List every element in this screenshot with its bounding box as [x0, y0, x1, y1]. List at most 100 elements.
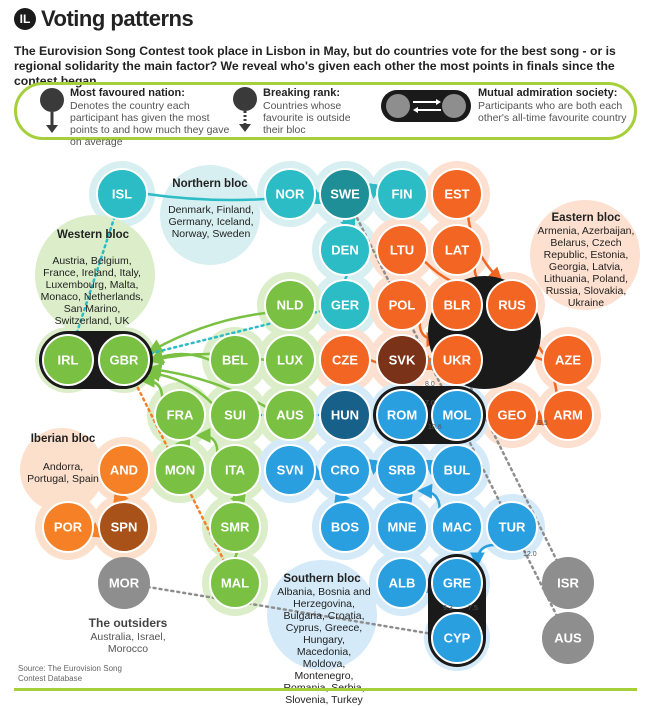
node-label: AZE [555, 353, 581, 368]
breaking-rank-line [122, 358, 237, 585]
node-label: SUI [224, 408, 246, 423]
il-logo-icon: IL [14, 8, 36, 30]
node-label: LTU [390, 243, 414, 258]
node-geo: GEO [486, 389, 538, 441]
node-label: BUL [444, 463, 471, 478]
point-label: 9.3 [443, 605, 453, 612]
node-pol: POL [376, 279, 428, 331]
mutual-legend-title: Mutual admiration society: [478, 87, 618, 99]
node-isl: ISL [96, 168, 148, 220]
node-label: ITA [225, 463, 246, 478]
vote-arrow [147, 311, 267, 354]
node-mal: MAL [209, 557, 261, 609]
vote-arrow [195, 427, 219, 453]
breaking-rank-line [455, 358, 570, 585]
point-label: 7.0 [425, 400, 435, 407]
node-label: ISL [112, 187, 132, 202]
node-mne: MNE [376, 501, 428, 553]
point-label: 10.6 [428, 424, 442, 431]
node-isr: ISR [542, 557, 594, 609]
node-den: DEN [319, 224, 371, 276]
favoured-legend-text: Denotes the country each participant has… [70, 100, 230, 148]
node-label: MOL [443, 408, 472, 423]
node-ita: ITA [209, 444, 261, 496]
breaking-rank-line [122, 581, 459, 640]
node-label: BOS [331, 520, 360, 535]
node-label: GBR [110, 353, 140, 368]
western-bloc-members: Austria, Belgium, France, Ireland, Italy… [40, 255, 144, 327]
outsiders-title: The outsiders [88, 616, 168, 630]
favoured-legend-title: Most favoured nation: [70, 87, 185, 99]
node-label: RUS [498, 298, 526, 313]
node-ger: GER [319, 279, 371, 331]
node-ltu: LTU [376, 224, 428, 276]
mutual-admiration-legend-icon [381, 90, 471, 122]
node-mon: MON [154, 444, 206, 496]
node-label: FIN [392, 187, 413, 202]
bottom-rule [14, 688, 637, 691]
node-label: ISR [557, 576, 579, 591]
node-aus: AUS [264, 389, 316, 441]
node-fra: FRA [154, 389, 206, 441]
node-hun: HUN [319, 389, 371, 441]
node-gbr: GBR [98, 334, 150, 386]
node-label: ARM [553, 408, 583, 423]
node-label: LAT [445, 243, 469, 258]
node-mol: MOL [431, 389, 483, 441]
northern-bloc-title: Northern bloc [172, 178, 248, 190]
node-blr: BLR [431, 279, 483, 331]
node-label: CYP [444, 631, 471, 646]
node-label: BLR [444, 298, 471, 313]
node-label: MON [165, 463, 195, 478]
node-label: POL [389, 298, 416, 313]
node-sui: SUI [209, 389, 261, 441]
node-bel: BEL [209, 334, 261, 386]
bloc-label-halo [20, 428, 104, 512]
node-srb: SRB [376, 444, 428, 496]
iberian-bloc-members: Andorra, Portugal, Spain [27, 461, 99, 485]
node-gre: GRE [431, 557, 483, 609]
node-label: FRA [167, 408, 194, 423]
node-label: ROM [387, 408, 417, 423]
node-nor: NOR [264, 168, 316, 220]
node-smr: SMR [209, 501, 261, 553]
node-cze: CZE [319, 334, 371, 386]
node-svk: SVK [376, 334, 428, 386]
eastern-bloc-members: Armenia, Azerbaijan, Belarus, Czech Repu… [537, 225, 635, 309]
node-label: EST [444, 187, 469, 202]
node-label: MAL [221, 576, 249, 591]
node-aze: AZE [542, 334, 594, 386]
iberian-bloc-title: Iberian bloc [30, 433, 96, 445]
node-fin: FIN [376, 168, 428, 220]
node-ukr: UKR [431, 334, 483, 386]
node-bos: BOS [319, 501, 371, 553]
node-aus: AUS [542, 612, 594, 664]
node-label: SVK [389, 353, 416, 368]
node-por: POR [42, 501, 94, 553]
point-label: 7.5 [468, 605, 478, 612]
node-bul: BUL [431, 444, 483, 496]
node-mac: MAC [431, 501, 483, 553]
eastern-bloc-title: Eastern bloc [551, 212, 621, 224]
node-label: MOR [109, 576, 140, 591]
node-label: GEO [498, 408, 527, 423]
node-label: AND [110, 463, 138, 478]
node-label: MAC [442, 520, 472, 535]
bloc-label-halo [160, 165, 260, 265]
node-cyp: CYP [431, 612, 483, 664]
node-cro: CRO [319, 444, 371, 496]
outsiders-members: Australia, Israel, Morocco [90, 631, 166, 655]
node-label: GRE [443, 576, 472, 591]
western-bloc-title: Western bloc [57, 229, 129, 241]
node-label: CZE [332, 353, 358, 368]
point-label: 9.5 [538, 420, 548, 427]
favoured-nation-legend-icon [40, 88, 64, 133]
node-label: CRO [331, 463, 360, 478]
node-lat: LAT [431, 224, 483, 276]
legend-box [14, 82, 637, 140]
node-irl: IRL [42, 334, 94, 386]
node-label: HUN [331, 408, 359, 423]
node-label: NOR [276, 187, 306, 202]
